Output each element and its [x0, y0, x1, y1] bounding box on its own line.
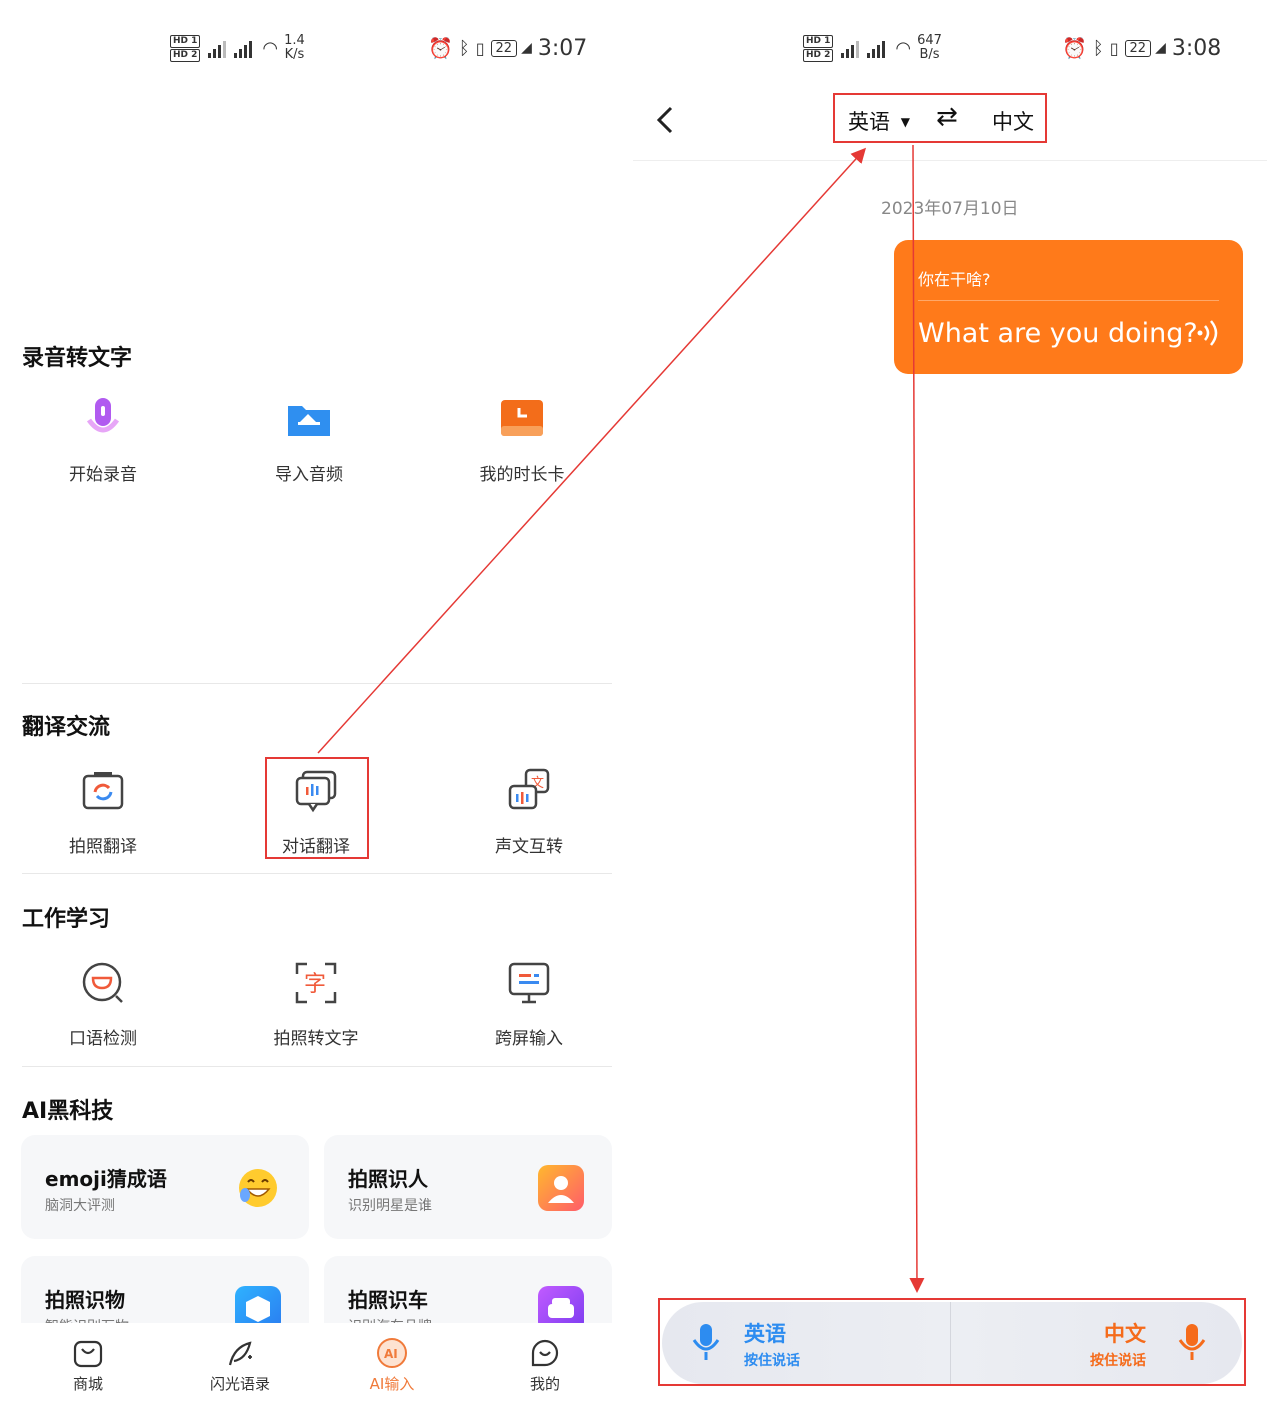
- bottom-tab-bar: 商城 闪光语录 AI AI输入 我的: [0, 1323, 633, 1408]
- photo-translate-button[interactable]: 拍照翻译: [33, 768, 173, 857]
- tab-flash-quotes[interactable]: 闪光语录: [180, 1337, 300, 1394]
- svg-text:AI: AI: [384, 1347, 398, 1361]
- conversation-date: 2023年07月10日: [881, 199, 1019, 219]
- photo-recognize-person-card[interactable]: 拍照识人 识别明星是谁: [324, 1135, 612, 1239]
- arrow-to-language-bar: [317, 147, 867, 754]
- english-label: 英语: [744, 1322, 786, 1346]
- voice-input-bar: 英语 按住说话 中文 按住说话: [662, 1302, 1242, 1384]
- section-title-work-study: 工作学习: [22, 907, 111, 932]
- profile-face-icon: [529, 1337, 561, 1369]
- divider: [22, 873, 612, 874]
- source-text: 你在干啥?: [918, 270, 991, 289]
- camera-translate-icon: [80, 768, 126, 814]
- tab-ai-input[interactable]: AI AI输入: [332, 1337, 452, 1394]
- voice-text-convert-button[interactable]: 文 声文互转: [459, 768, 599, 857]
- section-title-translate: 翻译交流: [22, 715, 111, 740]
- divider: [22, 683, 612, 684]
- alarm-icon: ⏰: [1062, 36, 1087, 60]
- status-time: 3:08: [1171, 35, 1222, 61]
- bluetooth-icon: ᛒ: [1092, 37, 1104, 59]
- chat-bubbles-icon: [293, 768, 339, 814]
- message-bubble[interactable]: 你在干啥? What are you doing?: [894, 240, 1243, 374]
- chevron-left-icon: [656, 106, 673, 134]
- scan-text-icon: 字: [293, 960, 339, 1006]
- voice-text-icon: 文: [506, 768, 552, 814]
- translated-text: What are you doing?: [918, 318, 1198, 349]
- duration-card-button[interactable]: 我的时长卡: [452, 396, 592, 485]
- speech-check-icon: [80, 960, 126, 1006]
- ai-input-icon: AI: [376, 1337, 408, 1369]
- start-recording-button[interactable]: 开始录音: [33, 396, 173, 485]
- tab-mine[interactable]: 我的: [485, 1337, 605, 1394]
- back-button[interactable]: [655, 104, 675, 140]
- feather-pen-icon: [224, 1337, 256, 1369]
- arrow-to-voice-bar: [909, 144, 925, 1293]
- leaf-icon: ◢: [521, 40, 532, 56]
- microphone-icon: [80, 396, 126, 442]
- highlight-dialogue-translate: [265, 757, 369, 859]
- hold-to-speak-chinese-button[interactable]: 中文 按住说话: [952, 1302, 1242, 1384]
- left-status-right: ⏰ ᛒ ▯ 22 ◢ 3:07: [428, 28, 587, 68]
- divider: [22, 1066, 612, 1067]
- section-title-ai-tech: AI黑科技: [22, 1099, 114, 1124]
- battery-icon: 22: [490, 39, 518, 57]
- voice-bar-divider: [950, 1302, 951, 1384]
- oral-test-button[interactable]: 口语检测: [33, 960, 173, 1049]
- chinese-hint: 按住说话: [1090, 1353, 1146, 1369]
- chinese-label: 中文: [1104, 1322, 1146, 1346]
- battery-icon: 22: [1124, 39, 1152, 57]
- hold-to-speak-english-button[interactable]: 英语 按住说话: [662, 1302, 952, 1384]
- right-status-right: ⏰ ᛒ ▯ 22 ◢ 3:08: [1062, 28, 1221, 68]
- section-title-recording: 录音转文字: [22, 346, 133, 371]
- photo-to-text-button[interactable]: 字 拍照转文字: [246, 960, 386, 1049]
- monitor-icon: [506, 960, 552, 1006]
- wifi-icon: ◠: [262, 37, 279, 59]
- import-audio-button[interactable]: 导入音频: [239, 396, 379, 485]
- signal-5g-icon: [867, 38, 886, 58]
- status-time: 3:07: [537, 35, 588, 61]
- vibrate-icon: ▯: [475, 38, 485, 58]
- highlight-language-bar: [833, 93, 1047, 143]
- caret-down-icon: ▼: [900, 115, 910, 129]
- swap-languages-button[interactable]: ⇄: [936, 102, 958, 132]
- english-hint: 按住说话: [744, 1353, 800, 1369]
- emoji-idiom-card[interactable]: emoji猜成语 脑洞大评测: [21, 1135, 309, 1239]
- highlight-voice-bar: [658, 1298, 1246, 1386]
- tab-mall[interactable]: 商城: [28, 1337, 148, 1394]
- microphone-icon: [1176, 1322, 1208, 1366]
- signal-4g-icon: [841, 38, 860, 58]
- alarm-icon: ⏰: [428, 36, 453, 60]
- header-divider: [633, 160, 1267, 161]
- folder-icon: [286, 396, 332, 442]
- leaf-icon: ◢: [1155, 40, 1166, 56]
- target-language-label[interactable]: 中文: [992, 110, 1034, 134]
- bubble-divider: [918, 300, 1219, 301]
- cross-screen-input-button[interactable]: 跨屏输入: [459, 960, 599, 1049]
- speaker-icon[interactable]: [1195, 318, 1221, 354]
- emoji-face-icon: [235, 1165, 281, 1211]
- vibrate-icon: ▯: [1109, 38, 1119, 58]
- wifi-icon: ◠: [895, 37, 912, 59]
- svg-text:字: 字: [304, 972, 326, 997]
- clock-card-icon: [499, 396, 545, 442]
- signal-4g-icon: [208, 38, 227, 58]
- bluetooth-icon: ᛒ: [458, 37, 470, 59]
- signal-5g-icon: [234, 38, 253, 58]
- microphone-icon: [690, 1322, 722, 1366]
- dialogue-translate-button[interactable]: 对话翻译: [246, 768, 386, 857]
- shopping-bag-icon: [72, 1337, 104, 1369]
- source-language-selector[interactable]: 英语 ▼: [848, 110, 910, 134]
- person-photo-icon: [538, 1165, 584, 1211]
